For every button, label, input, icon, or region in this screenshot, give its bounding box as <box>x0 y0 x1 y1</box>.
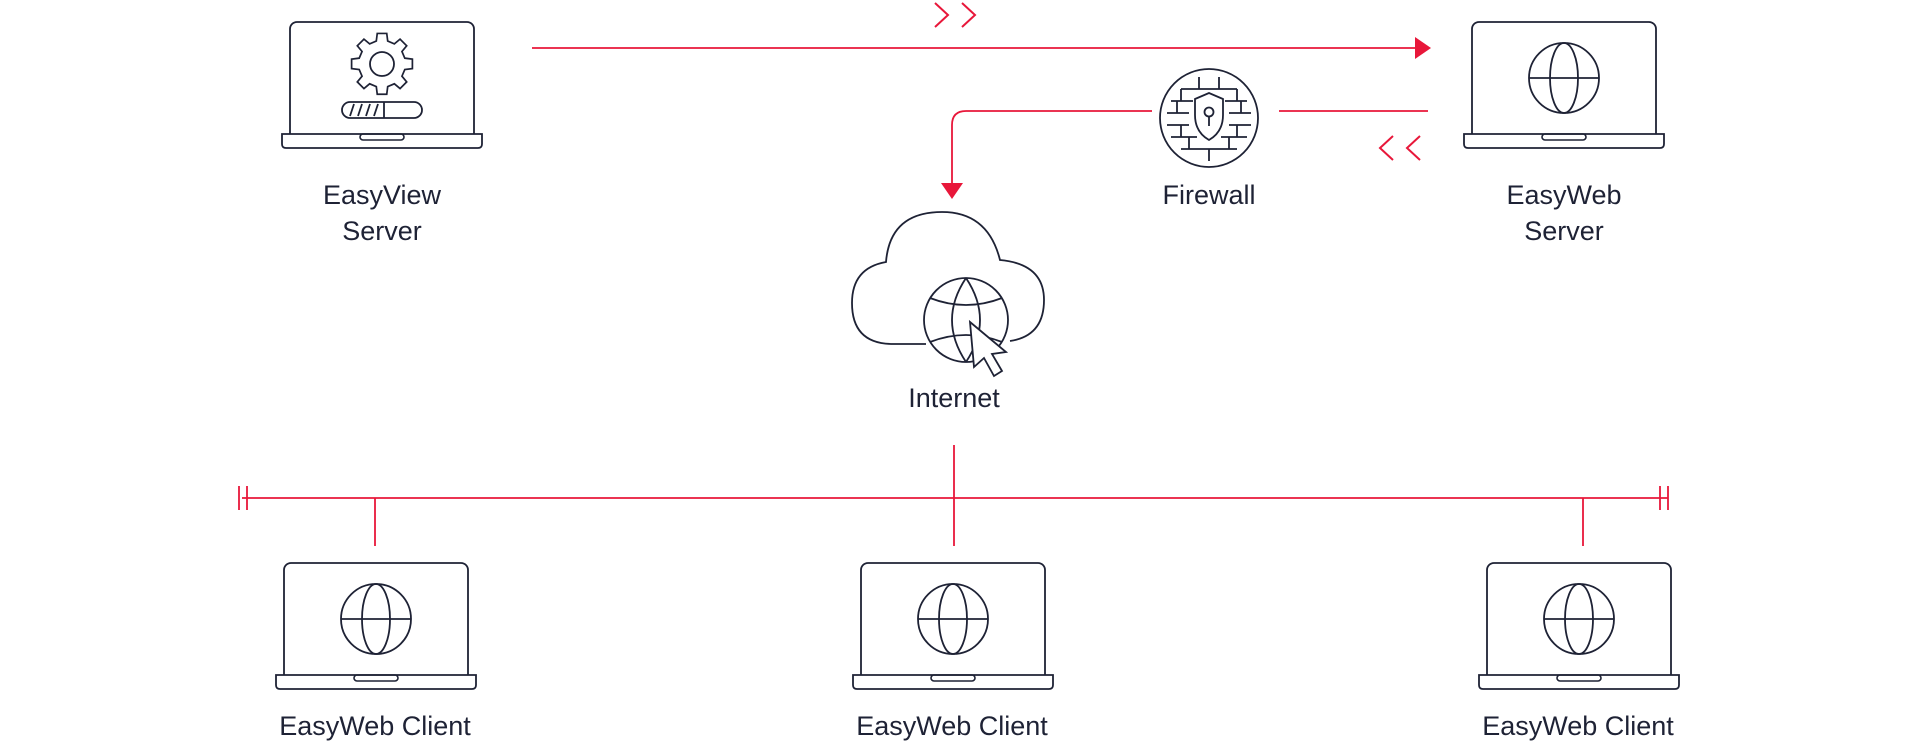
globe-icon <box>1528 42 1600 114</box>
client-left-laptop-icon <box>275 562 477 690</box>
easyview-server-laptop-icon <box>281 21 483 149</box>
client-center-laptop-icon <box>852 562 1054 690</box>
easyview-server-label: EasyView Server <box>282 177 482 249</box>
easyview-server-label-line2: Server <box>342 216 422 246</box>
forward-chevrons-icon <box>934 2 977 28</box>
client-bus <box>238 445 1669 546</box>
flow-from-easyweb-server <box>951 110 1428 183</box>
firewall-icon <box>1159 68 1259 168</box>
down-arrowhead <box>941 183 963 199</box>
globe-icon <box>923 277 1009 363</box>
easyview-server-label-line1: EasyView <box>322 180 442 210</box>
easyweb-server-label-line2: Server <box>1524 216 1604 246</box>
easyweb-server-laptop-icon <box>1463 21 1665 149</box>
client-left-label: EasyWeb Client <box>279 711 471 741</box>
globe-icon <box>340 583 412 655</box>
client-right-laptop-icon <box>1478 562 1680 690</box>
flow-to-easyweb-server <box>532 37 1431 59</box>
internet-label: Internet <box>908 383 1000 413</box>
firewall-label: Firewall <box>1162 180 1256 210</box>
easyweb-server-label: EasyWeb Server <box>1464 177 1664 249</box>
globe-icon <box>1543 583 1615 655</box>
client-center-label: EasyWeb Client <box>856 711 1048 741</box>
back-chevrons-icon <box>1378 135 1421 161</box>
progress-bar-icon <box>341 101 423 119</box>
easyweb-server-label-line1: EasyWeb <box>1506 180 1622 210</box>
globe-icon <box>917 583 989 655</box>
client-right-label: EasyWeb Client <box>1482 711 1674 741</box>
internet-cloud-icon <box>851 211 1045 378</box>
cursor-icon <box>968 319 1009 378</box>
gear-icon <box>350 32 414 96</box>
